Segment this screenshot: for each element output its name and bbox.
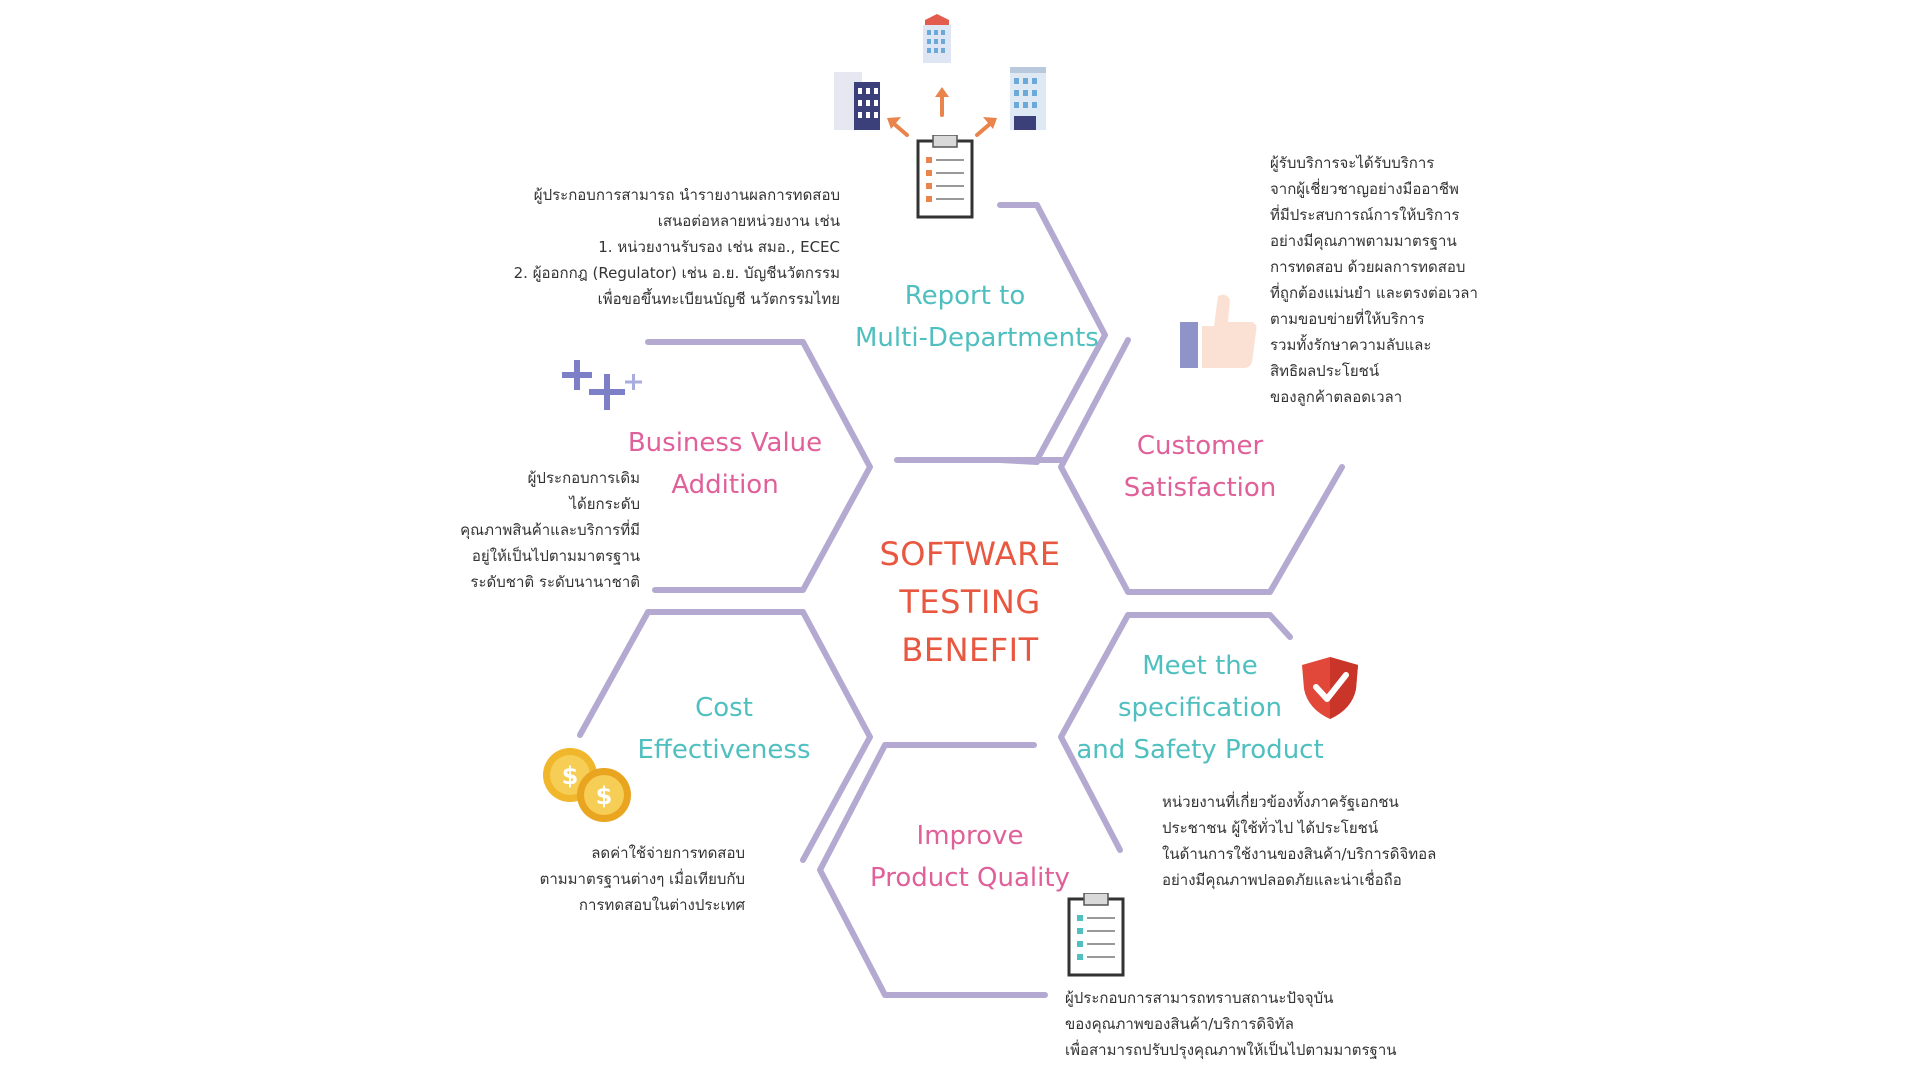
business-description: ผู้ประกอบการเดิม ได้ยกระดับ คุณภาพสินค้า…: [400, 465, 640, 595]
business-desc-line: ผู้ประกอบการเดิม: [527, 469, 640, 487]
hexagon-outlines: [577, 202, 1345, 998]
customer-desc-line: ผู้รับบริการจะได้รับบริการ: [1270, 154, 1435, 172]
report-title-line-2: Multi-Departments: [855, 323, 1099, 353]
hex-meet: [1058, 612, 1293, 853]
hex-report: [894, 202, 1108, 463]
report-desc-line: 2. ผู้ออกกฎ (Regulator) เช่น อ.ย. บัญชีน…: [513, 264, 840, 282]
meet-title-line-1: Meet the: [1142, 651, 1258, 681]
report-desc-line: เพื่อขอขึ้นทะเบียนบัญชี นวัตกรรมไทย: [597, 290, 840, 308]
plus-signs-icon: [562, 360, 642, 410]
customer-desc-line: อย่างมีคุณภาพตามมาตรฐาน: [1270, 232, 1457, 250]
business-title-line-2: Addition: [671, 470, 779, 500]
report-desc-line: 1. หน่วยงานรับรอง เช่น สมอ., ECEC: [598, 238, 840, 256]
improve-title-line-2: Product Quality: [870, 863, 1070, 893]
improve-title: Improve Product Quality: [860, 815, 1080, 899]
business-title-line-1: Business Value: [627, 428, 823, 458]
up-arrows-icon: [887, 87, 997, 137]
dollar-coins-icon: $ $: [543, 748, 631, 822]
cost-description: ลดค่าใช้จ่ายการทดสอบ ตามมาตรฐานต่างๆ เมื…: [480, 840, 745, 918]
cost-desc-line: ตามมาตรฐานต่างๆ เมื่อเทียบกับ: [539, 870, 745, 888]
customer-desc-line: สิทธิผลประโยชน์: [1270, 362, 1380, 380]
customer-title-line-1: Customer: [1136, 431, 1264, 461]
business-desc-line: คุณภาพสินค้าและบริการที่มี: [460, 521, 640, 539]
customer-desc-line: ที่ถูกต้องแม่นยำ และตรงต่อเวลา: [1270, 284, 1478, 302]
clipboard-checklist-icon: [1067, 893, 1125, 977]
improve-title-line-1: Improve: [916, 821, 1024, 851]
report-desc-line: ผู้ประกอบการสามารถ นำรายงานผลการทดสอบ: [533, 186, 840, 204]
meet-title: Meet the specification and Safety Produc…: [1075, 645, 1325, 771]
meet-desc-line: อย่างมีคุณภาพปลอดภัยและน่าเชื่อถือ: [1162, 871, 1402, 889]
improve-desc-line: เพื่อสามารถปรับปรุงคุณภาพให้เป็นไปตามมาต…: [1065, 1041, 1397, 1059]
cost-title: Cost Effectiveness: [624, 687, 824, 771]
customer-title-line-2: Satisfaction: [1123, 473, 1277, 503]
business-title: Business Value Addition: [625, 422, 825, 506]
meet-title-line-2: specification: [1118, 693, 1282, 723]
shield-check-icon: [1302, 657, 1358, 719]
center-line-2: TESTING: [899, 583, 1041, 621]
report-title-line-1: Report to: [904, 281, 1026, 311]
center-line-3: BENEFIT: [901, 631, 1039, 669]
svg-text:$: $: [596, 782, 613, 810]
meet-desc-line: ในด้านการใช้งานของสินค้า/บริการดิจิทอล: [1162, 845, 1437, 863]
report-title: Report to Multi-Departments: [855, 275, 1099, 359]
meet-desc-line: หน่วยงานที่เกี่ยวข้องทั้งภาครัฐเอกชน: [1162, 793, 1399, 811]
customer-desc-line: จากผู้เชี่ยวชาญอย่างมืออาชีพ: [1270, 180, 1459, 198]
business-desc-line: ได้ยกระดับ: [569, 495, 640, 513]
report-desc-line: เสนอต่อหลายหน่วยงาน เช่น: [657, 212, 840, 230]
customer-desc-line: การทดสอบ ด้วยผลการทดสอบ: [1270, 258, 1466, 276]
clipboard-checklist-icon: [916, 135, 974, 219]
customer-description: ผู้รับบริการจะได้รับบริการ จากผู้เชี่ยวช…: [1270, 150, 1510, 410]
hex-left-upper: [645, 339, 873, 593]
meet-desc-line: ประชาชน ผู้ใช้ทั่วไป ได้ประโยชน์: [1162, 819, 1379, 837]
buildings-icon: [834, 14, 1046, 130]
meet-description: หน่วยงานที่เกี่ยวข้องทั้งภาครัฐเอกชน ประ…: [1162, 789, 1492, 893]
business-desc-line: ระดับชาติ ระดับนานาชาติ: [470, 573, 640, 591]
improve-desc-line: ผู้ประกอบการสามารถทราบสถานะปัจจุบัน: [1065, 989, 1334, 1007]
cost-desc-line: ลดค่าใช้จ่ายการทดสอบ: [591, 844, 745, 862]
svg-text:$: $: [562, 762, 579, 790]
improve-description: ผู้ประกอบการสามารถทราบสถานะปัจจุบัน ของค…: [1065, 985, 1465, 1063]
meet-title-line-3: and Safety Product: [1076, 735, 1324, 765]
customer-desc-line: ที่มีประสบการณ์การให้บริการ: [1270, 206, 1460, 224]
report-description: ผู้ประกอบการสามารถ นำรายงานผลการทดสอบ เส…: [440, 182, 840, 312]
customer-title: Customer Satisfaction: [1100, 425, 1300, 509]
center-line-1: SOFTWARE: [879, 535, 1061, 573]
hex-customer: [1058, 337, 1345, 595]
thumbs-up-icon: [1180, 294, 1257, 368]
hex-improve: [817, 742, 1048, 998]
customer-desc-line: ของลูกค้าตลอดเวลา: [1270, 388, 1403, 406]
cost-desc-line: การทดสอบในต่างประเทศ: [578, 896, 745, 914]
customer-desc-line: ตามขอบข่ายที่ให้บริการ: [1270, 310, 1425, 328]
cost-title-line-1: Cost: [695, 693, 753, 723]
cost-title-line-2: Effectiveness: [637, 735, 811, 765]
hex-business: [997, 457, 1065, 465]
improve-desc-line: ของคุณภาพของสินค้า/บริการดิจิทัล: [1065, 1015, 1294, 1033]
center-title: SOFTWARE TESTING BENEFIT: [870, 530, 1070, 674]
business-desc-line: อยู่ให้เป็นไปตามมาตรฐาน: [471, 547, 640, 565]
customer-desc-line: รวมทั้งรักษาความลับและ: [1270, 336, 1432, 354]
hex-cost: [577, 609, 873, 863]
